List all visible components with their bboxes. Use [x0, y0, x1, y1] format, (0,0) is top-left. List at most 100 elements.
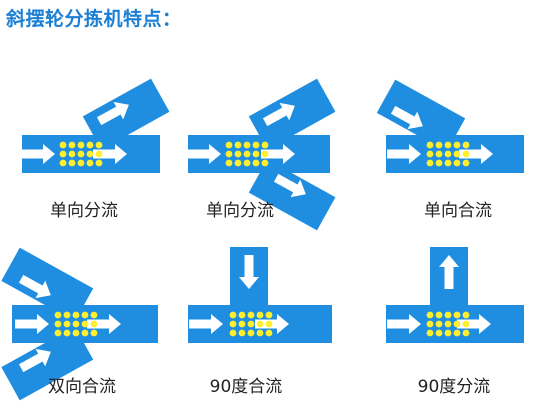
swivel-wheel-dot: [247, 320, 255, 328]
swivel-wheel-dot: [261, 141, 269, 149]
swivel-wheel-dot: [453, 329, 461, 337]
swivel-wheel-dot: [90, 329, 98, 337]
swivel-wheel-dot: [444, 320, 452, 328]
swivel-wheel-dot: [256, 320, 264, 328]
swivel-wheel-dot: [435, 150, 443, 158]
swivel-wheel-dot: [453, 320, 461, 328]
swivel-wheel-dot: [252, 150, 260, 158]
swivel-wheel-dot: [462, 320, 470, 328]
swivel-wheel-dot: [462, 311, 470, 319]
swivel-wheel-dot: [426, 320, 434, 328]
swivel-wheel-dot: [77, 159, 85, 167]
swivel-wheel-dot: [444, 141, 452, 149]
swivel-wheel-dot: [90, 320, 98, 328]
diagram-label-single-divert-2: 单向分流: [206, 201, 274, 221]
swivel-wheel-dot: [90, 311, 98, 319]
swivel-wheel-dot: [261, 150, 269, 158]
diagram-label-single-merge: 单向合流: [424, 201, 492, 221]
swivel-wheel-dot: [225, 159, 233, 167]
swivel-wheel-dot: [435, 141, 443, 149]
swivel-wheel-matrix-icon: [229, 311, 273, 337]
swivel-wheel-dot: [63, 320, 71, 328]
swivel-wheel-dot: [72, 311, 80, 319]
swivel-wheel-dot: [225, 150, 233, 158]
swivel-wheel-dot: [265, 320, 273, 328]
swivel-wheel-dot: [63, 329, 71, 337]
swivel-wheel-dot: [86, 141, 94, 149]
swivel-wheel-dot: [435, 311, 443, 319]
swivel-wheel-dot: [247, 311, 255, 319]
swivel-wheel-dot: [72, 329, 80, 337]
swivel-wheel-dot: [86, 159, 94, 167]
swivel-wheel-dot: [59, 150, 67, 158]
swivel-wheel-dot: [453, 141, 461, 149]
diagram-single-merge: [376, 79, 524, 173]
divert-belt: [82, 78, 170, 150]
swivel-wheel-dot: [435, 159, 443, 167]
diagram-90-merge: [188, 247, 332, 343]
swivel-wheel-dot: [261, 159, 269, 167]
swivel-wheel-dot: [68, 141, 76, 149]
swivel-wheel-dot: [462, 141, 470, 149]
swivel-wheel-dot: [435, 329, 443, 337]
swivel-wheel-dot: [252, 141, 260, 149]
swivel-wheel-dot: [238, 329, 246, 337]
swivel-wheel-dot: [95, 150, 103, 158]
swivel-wheel-dot: [243, 141, 251, 149]
diagram-single-divert-2: [187, 78, 336, 231]
swivel-wheel-dot: [453, 150, 461, 158]
swivel-wheel-matrix-icon: [426, 311, 470, 337]
swivel-wheel-dot: [54, 320, 62, 328]
swivel-wheel-dot: [252, 159, 260, 167]
swivel-wheel-dot: [225, 141, 233, 149]
merge-belt-down: [1, 326, 94, 401]
swivel-wheel-matrix-icon: [54, 311, 98, 337]
swivel-wheel-dot: [426, 311, 434, 319]
swivel-wheel-dot: [426, 159, 434, 167]
swivel-wheel-dot: [234, 141, 242, 149]
diagram-label-90-merge: 90度合流: [209, 377, 283, 397]
diagram-90-divert: [386, 247, 524, 343]
swivel-wheel-dot: [444, 311, 452, 319]
swivel-wheel-matrix-icon: [59, 141, 103, 167]
swivel-wheel-dot: [426, 150, 434, 158]
swivel-wheel-dot: [265, 329, 273, 337]
diagram-label-single-divert-1: 单向分流: [50, 201, 118, 221]
swivel-wheel-dot: [234, 159, 242, 167]
swivel-wheel-dot: [81, 329, 89, 337]
swivel-wheel-dot: [453, 311, 461, 319]
swivel-wheel-dot: [256, 329, 264, 337]
swivel-wheel-dot: [81, 320, 89, 328]
swivel-wheel-dot: [426, 141, 434, 149]
swivel-wheel-dot: [63, 311, 71, 319]
swivel-wheel-dot: [81, 311, 89, 319]
swivel-wheel-matrix-icon: [225, 141, 269, 167]
diagram-single-divert-1: [21, 78, 170, 173]
swivel-wheel-dot: [426, 329, 434, 337]
swivel-wheel-dot: [243, 159, 251, 167]
swivel-wheel-dot: [59, 141, 67, 149]
swivel-wheel-dot: [444, 159, 452, 167]
swivel-wheel-dot: [234, 150, 242, 158]
swivel-wheel-dot: [462, 159, 470, 167]
swivel-wheel-dot: [238, 311, 246, 319]
swivel-wheel-dot: [256, 311, 264, 319]
swivel-wheel-dot: [229, 320, 237, 328]
swivel-wheel-dot: [68, 159, 76, 167]
diagram-bidirectional-merge: [1, 247, 158, 401]
swivel-wheel-dot: [54, 311, 62, 319]
swivel-wheel-dot: [243, 150, 251, 158]
swivel-wheel-dot: [462, 150, 470, 158]
swivel-wheel-dot: [247, 329, 255, 337]
divert-belt-up: [248, 78, 336, 150]
swivel-wheel-dot: [229, 311, 237, 319]
swivel-wheel-dot: [95, 159, 103, 167]
swivel-wheel-dot: [68, 150, 76, 158]
swivel-wheel-dot: [435, 320, 443, 328]
swivel-wheel-dot: [77, 141, 85, 149]
swivel-wheel-dot: [238, 320, 246, 328]
swivel-wheel-dot: [86, 150, 94, 158]
page-title: 斜摆轮分拣机特点：: [6, 8, 182, 30]
swivel-wheel-dot: [77, 150, 85, 158]
